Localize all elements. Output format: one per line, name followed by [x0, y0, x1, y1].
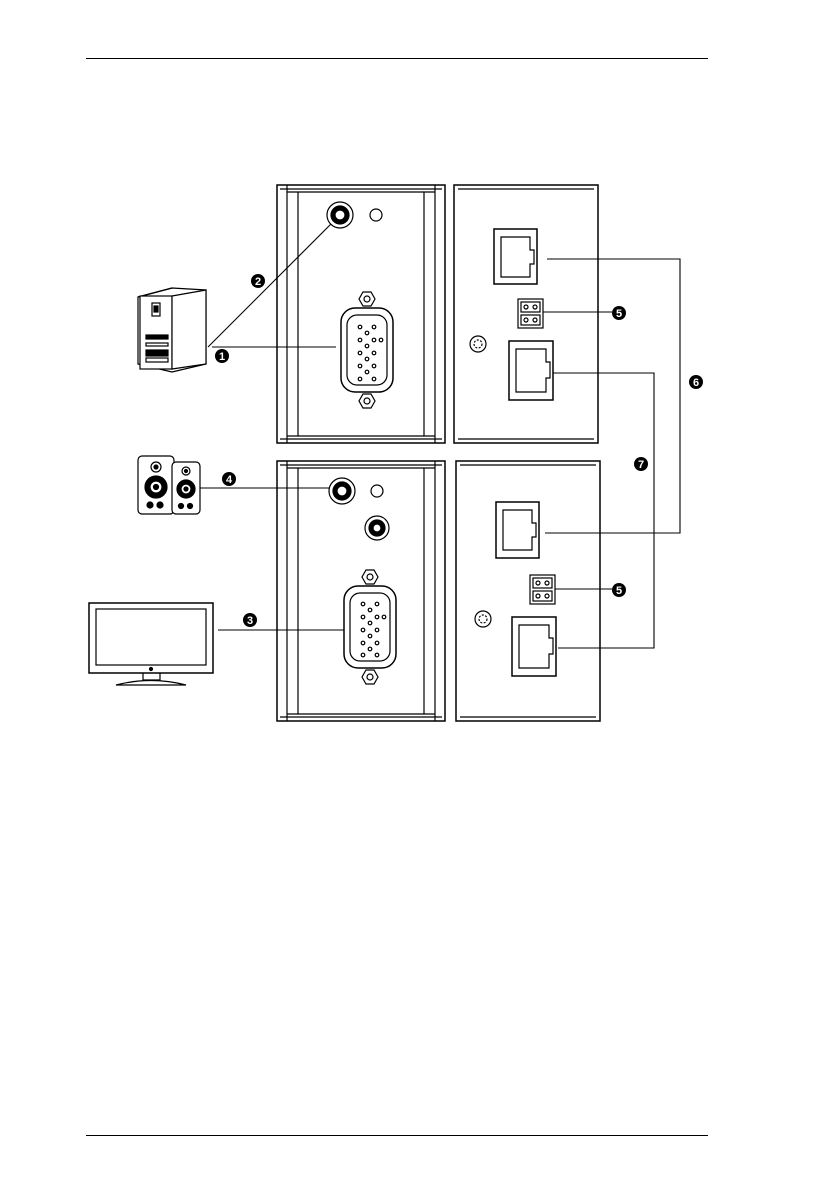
vga-input-port-icon — [341, 292, 393, 408]
svg-text:2: 2 — [255, 276, 261, 288]
callout-badge-6: 6 — [689, 375, 703, 389]
callout-badge-2: 2 — [251, 274, 265, 288]
local-unit-rear-panel — [454, 185, 598, 443]
callout-badge-5-top: 5 — [612, 306, 626, 320]
svg-text:4: 4 — [226, 474, 233, 486]
remote-unit-rear-panel — [456, 461, 600, 721]
audio-out-jack-icon — [329, 478, 355, 504]
computer-tower-icon — [138, 288, 206, 372]
local-unit-front-panel — [277, 185, 445, 443]
audio-aux-jack-icon — [365, 516, 389, 540]
svg-text:5: 5 — [616, 585, 622, 597]
callout-badge-3: 3 — [243, 613, 257, 627]
monitor-icon — [89, 603, 213, 685]
rj45-port-1-icon — [494, 229, 537, 284]
rj45-port-2-icon — [509, 341, 553, 400]
callout-badge-5-bottom: 5 — [612, 583, 626, 597]
svg-text:1: 1 — [219, 351, 225, 363]
callout-badge-4: 4 — [222, 472, 236, 486]
svg-text:6: 6 — [693, 377, 699, 389]
vga-output-port-icon — [344, 570, 396, 684]
rj45-port-2-icon — [512, 617, 556, 676]
power-terminal-icon — [518, 299, 543, 328]
callout-badge-7: 7 — [634, 457, 648, 471]
rj45-port-1-icon — [496, 502, 539, 558]
power-terminal-icon — [530, 575, 555, 604]
speakers-icon — [138, 456, 200, 514]
svg-text:5: 5 — [616, 308, 622, 320]
svg-text:3: 3 — [247, 615, 253, 627]
callout-badge-1: 1 — [215, 349, 229, 363]
svg-text:7: 7 — [638, 459, 644, 471]
remote-unit-front-panel — [277, 461, 445, 721]
